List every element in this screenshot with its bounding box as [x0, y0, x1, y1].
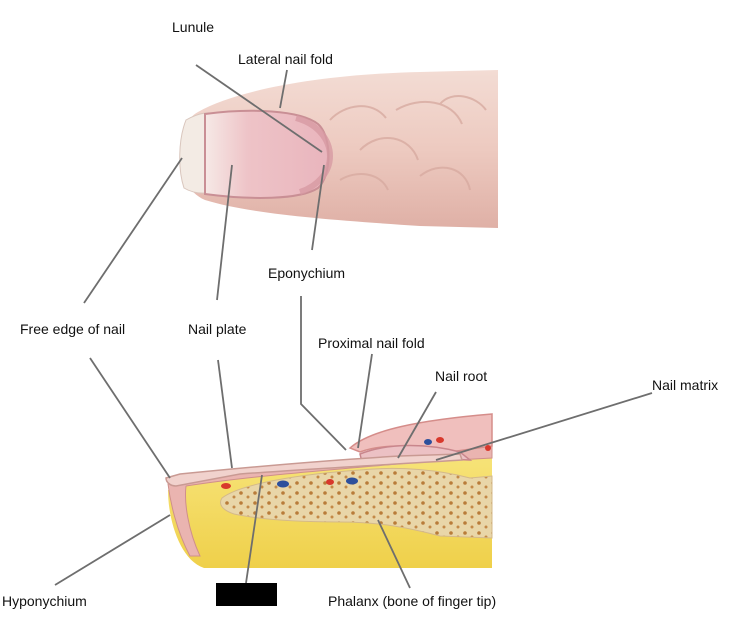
lunule-shape: [295, 115, 334, 195]
leader-nail-plate-bottom: [217, 359, 233, 469]
label-eponychium: Eponychium: [268, 265, 346, 281]
leader-eponychium: [311, 164, 325, 251]
label-hyponychium: Hyponychium: [2, 593, 87, 609]
label-proximal-nail-fold: Proximal nail fold: [318, 335, 425, 351]
leader-proximal-nail-fold: [357, 353, 373, 449]
label-phalanx: Phalanx (bone of finger tip): [328, 593, 497, 609]
leader-bottom-box: [245, 474, 263, 584]
finger-wrinkles: [329, 95, 487, 191]
leader-free-edge-top: [83, 157, 183, 304]
label-nail-root: Nail root: [435, 368, 488, 384]
label-lateral-nail-fold: Lateral nail fold: [238, 51, 333, 67]
phalanx-bone: [220, 467, 493, 539]
leader-nail-root: [397, 391, 437, 459]
nail-plate-section: [165, 453, 464, 487]
blood-vessels: [221, 437, 491, 489]
leader-nail-matrix: [435, 392, 653, 461]
leader-hyponychium: [54, 514, 171, 586]
leader-lateral-nail-fold: [279, 69, 288, 109]
leader-free-edge-bottom: [89, 357, 171, 479]
leader-nail-plate-top: [216, 164, 233, 301]
label-nail-plate: Nail plate: [188, 321, 247, 337]
leader-phalanx: [377, 519, 411, 589]
leader-lines: [54, 64, 653, 589]
redacted-label-box: [216, 583, 277, 606]
leader-lunule: [195, 64, 323, 153]
leader-eponychium-bottom: [300, 296, 347, 451]
nail-cross-section: [165, 413, 493, 568]
label-lunule: Lunule: [172, 19, 215, 35]
label-nail-matrix: Nail matrix: [652, 377, 719, 393]
label-free-edge-of-nail: Free edge of nail: [20, 321, 126, 337]
